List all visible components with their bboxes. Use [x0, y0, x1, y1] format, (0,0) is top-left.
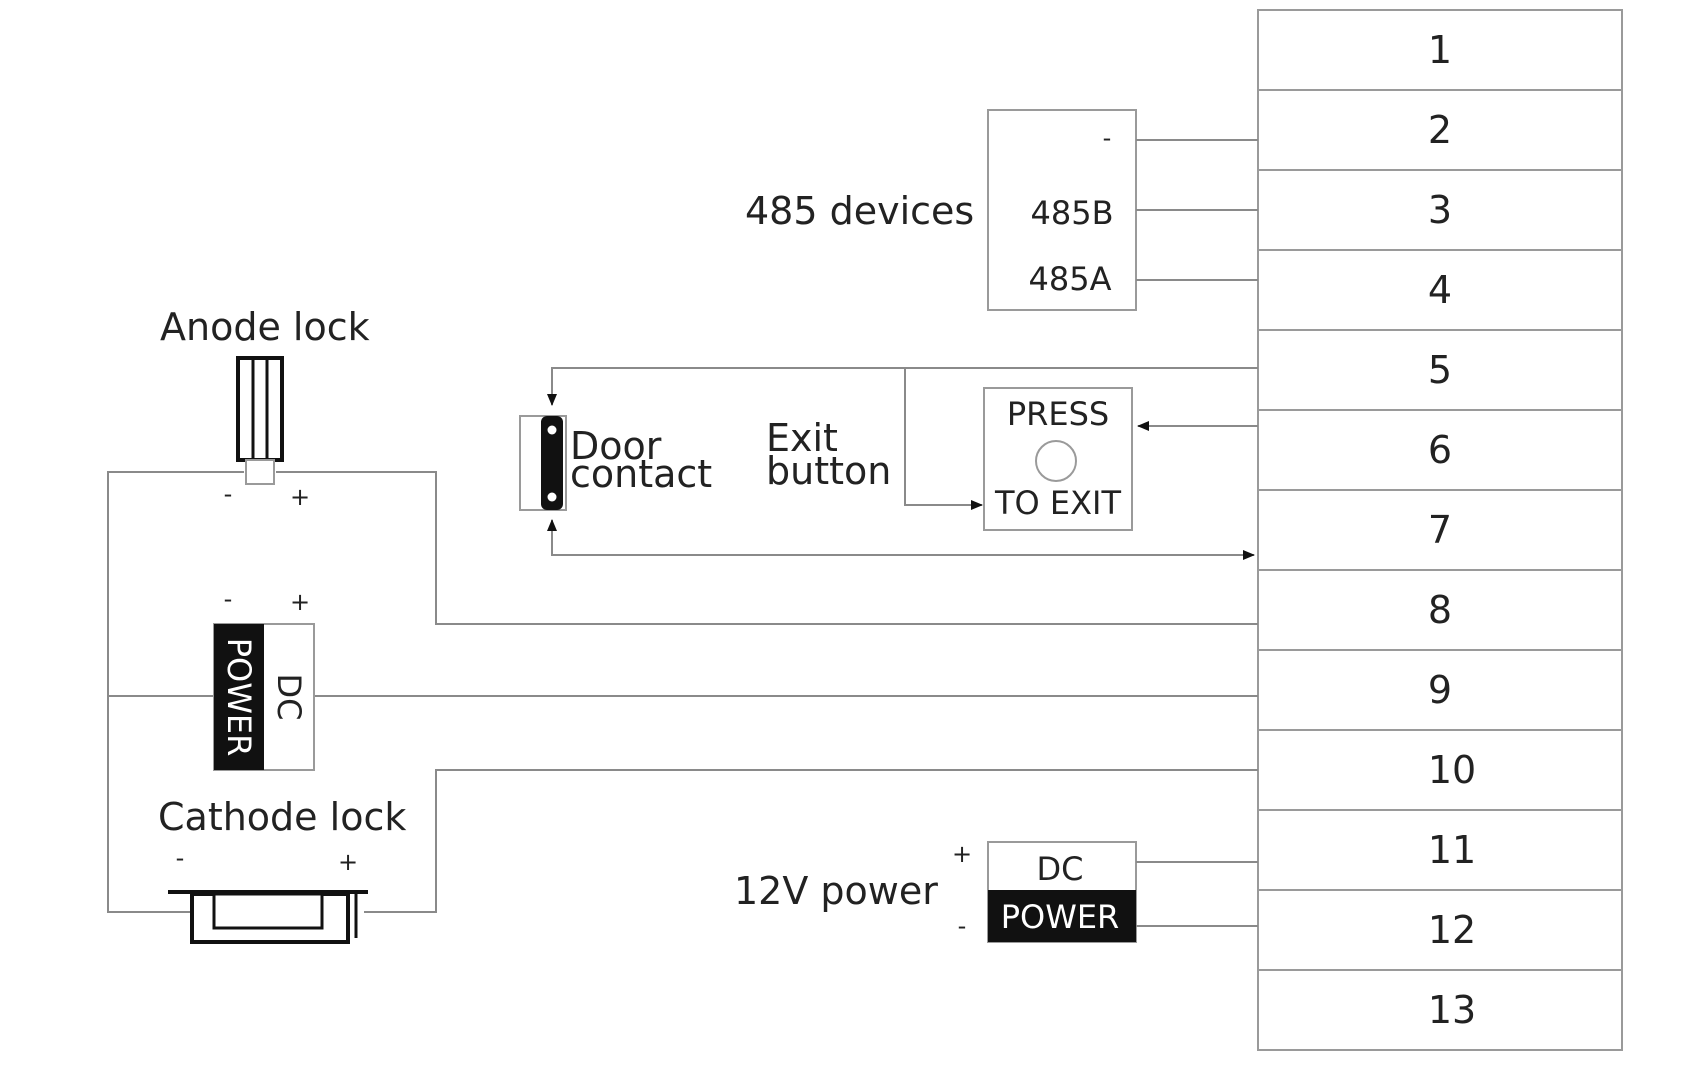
terminal-cell	[1257, 889, 1623, 971]
terminal-cell	[1257, 809, 1623, 891]
power-12v-label: 12V power	[734, 869, 938, 913]
terminal-number: 7	[1428, 508, 1452, 552]
terminal-cell	[1257, 569, 1623, 651]
door-contact-screw-bottom	[547, 492, 557, 502]
cathode-lock-plus: +	[338, 848, 358, 876]
anode-lock-plus: +	[290, 483, 310, 511]
dc-power-left-power-text: POWER	[220, 638, 258, 757]
rs485-device: 485 devices - 485B 485A	[745, 109, 1258, 311]
terminal-cell	[1257, 969, 1623, 1051]
terminal-cell	[1257, 409, 1623, 491]
power-12v-plus: +	[952, 840, 972, 868]
door-exit-wiring: Door contact Exit button PRESS TO EXIT	[519, 367, 1258, 560]
wire-exit-button-in	[904, 368, 983, 510]
power-12v-dark	[988, 890, 1136, 942]
exit-button-label-1: Exit	[766, 416, 838, 460]
door-contact-screw-top	[547, 425, 557, 435]
anode-lock-label: Anode lock	[160, 305, 370, 349]
terminal-number: 13	[1428, 988, 1476, 1032]
wire-door-contact-bottom	[551, 520, 1255, 560]
wire-left-loop	[107, 471, 244, 913]
power-12v-power-text: POWER	[1001, 898, 1120, 936]
terminal-cell	[1257, 729, 1623, 811]
anode-lock-minus: -	[224, 480, 233, 508]
door-contact-magnet	[541, 416, 563, 510]
terminal-number: 2	[1428, 108, 1452, 152]
anode-lock-terminal	[245, 459, 275, 485]
lock-circuit: Anode lock - + - + POWER DC Cathode lock…	[107, 305, 1258, 944]
dc-power-left-dark	[214, 624, 264, 770]
terminal-number: 3	[1428, 188, 1452, 232]
dc-power-left-dc-text: DC	[270, 674, 308, 721]
exit-button-press-text: PRESS	[1007, 395, 1109, 433]
rs485-pin-a: 485A	[1029, 260, 1112, 298]
terminal-number: 10	[1428, 748, 1476, 792]
terminal-cell	[1257, 169, 1623, 251]
wire-anode-plus-to-8	[276, 471, 1258, 625]
terminal-number: 9	[1428, 668, 1452, 712]
terminal-cell	[1257, 9, 1623, 91]
terminal-number: 5	[1428, 348, 1452, 392]
cathode-lock-inner	[212, 892, 324, 930]
cathode-lock-minus: -	[176, 844, 185, 872]
terminal-number: 8	[1428, 588, 1452, 632]
rs485-pin-minus: -	[1103, 124, 1112, 152]
power-12v-dc-text: DC	[1037, 850, 1084, 888]
terminal-number: 4	[1428, 268, 1452, 312]
wire-cathode-to-10	[364, 769, 1258, 913]
terminal-cell	[1257, 249, 1623, 331]
anode-lock-body	[236, 356, 284, 462]
terminal-number: 6	[1428, 428, 1452, 472]
door-contact-label-1: Door	[570, 424, 662, 468]
dc-power-left-minus: -	[224, 585, 233, 613]
terminal-number: 1	[1428, 28, 1452, 72]
exit-button-circle	[1035, 440, 1077, 482]
terminal-cell	[1257, 89, 1623, 171]
cathode-lock-label: Cathode lock	[158, 795, 406, 839]
wire-door-contact-top	[547, 367, 1258, 406]
terminal-number: 12	[1428, 908, 1476, 952]
terminal-number: 11	[1428, 828, 1476, 872]
exit-button-to-exit-text: TO EXIT	[994, 484, 1121, 522]
power-12v-minus: -	[958, 912, 967, 940]
door-contact-label-2: contact	[570, 452, 712, 496]
exit-button-label-2: button	[766, 449, 891, 493]
power-12v: 12V power + - DC POWER	[734, 840, 1258, 943]
dc-power-left-plus: +	[290, 588, 310, 616]
rs485-label: 485 devices	[745, 189, 974, 233]
rs485-box	[987, 109, 1137, 311]
rs485-pin-b: 485B	[1030, 194, 1113, 232]
